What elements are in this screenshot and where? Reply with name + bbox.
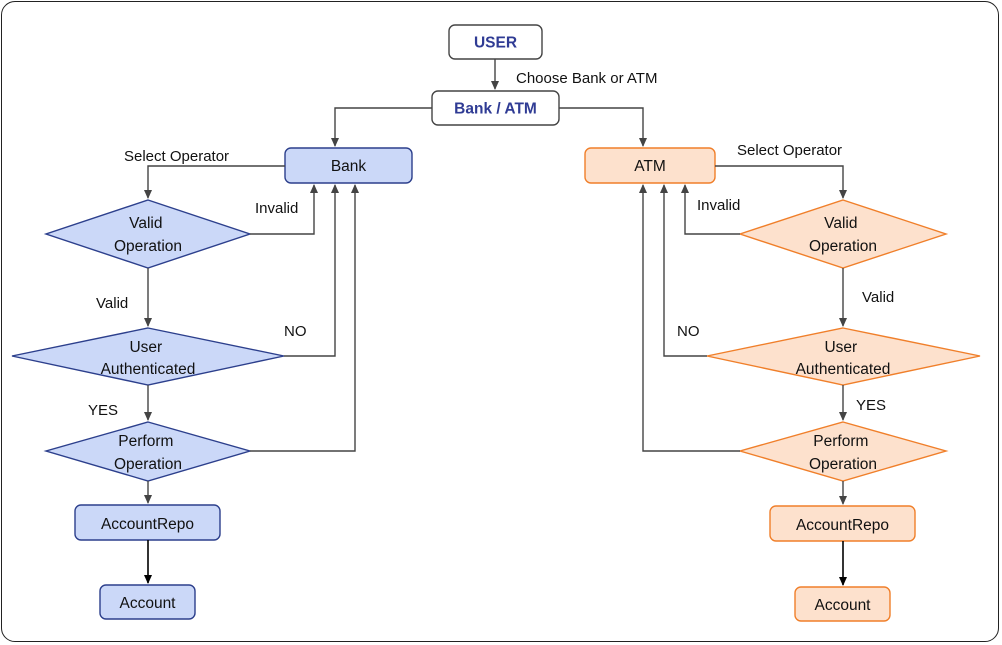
edge-bank-invalid — [250, 184, 318, 235]
atm-account-label: Account — [814, 597, 871, 614]
edge-atm-invalid — [681, 184, 740, 235]
bank-valid-operation-decision — [43, 199, 253, 269]
edge-bank-select-operator — [144, 165, 285, 199]
atm-perform-operation-label: Perform Operation — [809, 433, 877, 473]
bank-atm-node-label: Bank / ATM — [454, 101, 537, 118]
edge-atm-perform-back — [639, 184, 740, 452]
atm-valid-label: Valid — [862, 289, 894, 306]
edge-atm-select-operator — [715, 165, 847, 199]
bank-accountrepo-label: AccountRepo — [101, 516, 194, 533]
atm-invalid-label: Invalid — [697, 197, 740, 214]
bank-valid-operation-label: Valid Operation — [114, 215, 182, 255]
edge-atm-not-authenticated — [660, 184, 707, 357]
bank-account-label: Account — [119, 595, 176, 612]
atm-account-node — [794, 586, 891, 622]
atm-user-authenticated-label: User Authenticated — [796, 339, 891, 378]
atm-valid-operation-decision — [737, 199, 949, 269]
bank-select-operator-label: Select Operator — [124, 148, 229, 165]
bank-valid-label: Valid — [96, 295, 128, 312]
atm-select-operator-label: Select Operator — [737, 142, 842, 159]
user-node-label: USER — [474, 35, 517, 52]
edge-bank-not-authenticated — [284, 184, 339, 357]
edge-bankatm-to-bank — [331, 107, 432, 147]
bank-yes-label: YES — [88, 402, 118, 419]
atm-no-label: NO — [677, 323, 700, 340]
bank-perform-operation-label: Perform Operation — [114, 433, 182, 473]
bank-node-label: Bank — [331, 158, 367, 175]
choose-bank-or-atm-label: Choose Bank or ATM — [516, 70, 657, 87]
bank-invalid-label: Invalid — [255, 200, 298, 217]
atm-valid-operation-label: Valid Operation — [809, 215, 877, 255]
atm-yes-label: YES — [856, 397, 886, 414]
bank-no-label: NO — [284, 323, 307, 340]
bank-account-node — [99, 584, 196, 620]
edge-bank-perform-back — [250, 184, 359, 452]
bank-user-authenticated-label: User Authenticated — [101, 339, 196, 378]
atm-node-label: ATM — [634, 158, 666, 175]
edge-bankatm-to-atm — [559, 107, 647, 147]
atm-accountrepo-label: AccountRepo — [796, 517, 889, 534]
